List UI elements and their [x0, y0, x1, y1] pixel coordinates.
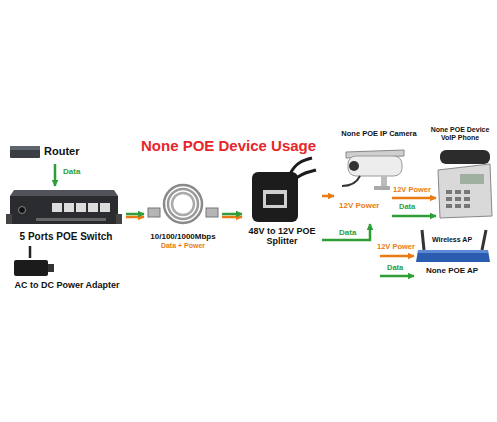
ethernet-cable: 10/100/1000MbpsData + Power: [144, 178, 222, 258]
device-label: 5 Ports POE Switch: [6, 231, 126, 243]
switch-ear: [116, 214, 122, 224]
device-label: None POE IP Camera: [334, 130, 424, 139]
device-label: 48V to 12V POE Splitter: [242, 226, 322, 247]
wireless-ap: Wireless AP None POE AP: [410, 226, 494, 286]
rj45-plug: [206, 208, 218, 217]
router-top: [10, 146, 40, 150]
camera-body: [348, 156, 402, 176]
data-arrow: [392, 215, 436, 218]
phone-icon: [438, 150, 492, 218]
camera-icon: [342, 150, 404, 190]
power-data-arrows: [380, 198, 436, 276]
phone-base: [438, 164, 492, 218]
splitter-icon: [252, 158, 316, 222]
router-icon: [10, 146, 40, 158]
power-arrow: [392, 197, 436, 200]
switch-ear: [6, 214, 12, 224]
ap-top: [418, 250, 488, 253]
connector: [30, 246, 31, 258]
voip-phone: None POE Device VoIP Phone: [426, 124, 494, 222]
device-label: 10/100/1000Mbps: [144, 232, 222, 241]
phone-keypad: [446, 190, 470, 208]
data-line: [126, 213, 144, 216]
lan-port: [88, 203, 98, 212]
led-strip: [36, 218, 106, 221]
lan-port: [64, 203, 74, 212]
connector: [322, 196, 334, 197]
splitter-port-inner: [266, 194, 284, 205]
camera-lens: [349, 161, 359, 171]
cable-icon: [148, 185, 218, 223]
switch-top: [10, 190, 118, 196]
data-line: [222, 213, 242, 216]
power-adapter: AC to DC Power Adapter: [6, 258, 128, 302]
signal-label: Data: [386, 264, 404, 273]
cable-coil: [168, 189, 198, 219]
connector-line: [54, 164, 57, 186]
signal-label: Data: [398, 203, 416, 212]
connector-line: [322, 224, 370, 240]
connector: [126, 214, 144, 217]
camera-bracket: [381, 176, 387, 186]
device-label: AC to DC Power Adapter: [6, 280, 128, 290]
adapter-icon: [14, 260, 54, 276]
connector-label: 12V Power: [338, 201, 380, 210]
cable-coil: [164, 185, 202, 223]
lan-port: [76, 203, 86, 212]
connector: [322, 224, 370, 240]
connector: [55, 164, 56, 186]
power-arrow: [380, 255, 414, 258]
device-label: None POE Device VoIP Phone: [426, 126, 494, 142]
device-label: Router: [44, 145, 98, 158]
antenna: [422, 230, 424, 250]
splitter-body: [252, 172, 298, 222]
phone-screen: [460, 174, 484, 184]
connector-line: [29, 246, 32, 258]
power-line: [222, 216, 242, 219]
data-arrow: [380, 275, 414, 278]
connector-line: [322, 195, 334, 198]
device-label: None POE AP: [410, 266, 494, 275]
power-jack: [19, 207, 26, 214]
lan-port: [100, 203, 110, 212]
power-line: [126, 216, 144, 219]
device-label: Data + Power: [144, 242, 222, 250]
router-body: [10, 146, 40, 158]
ap-body: [416, 250, 490, 262]
access-point-icon: [416, 230, 490, 262]
antenna: [482, 230, 486, 250]
camera-cord: [342, 176, 360, 186]
signal-label: 12V Power: [376, 243, 416, 252]
rj45-plug: [148, 208, 160, 217]
splitter-port: [263, 190, 287, 208]
camera-base: [374, 186, 390, 190]
switch-icon: [6, 190, 122, 224]
signal-label: 12V Power: [392, 186, 432, 195]
adapter-body: [14, 260, 48, 276]
cable-coil: [172, 193, 194, 215]
lan-port: [52, 203, 62, 212]
phone-handset: [440, 150, 490, 164]
connector-label: Data: [62, 167, 81, 176]
diagram-title: None POE Device Usage: [140, 137, 317, 154]
router: Router: [8, 140, 98, 164]
connector: [222, 214, 242, 217]
switch-front: [10, 196, 118, 224]
poe-splitter: 48V to 12V POE Splitter: [242, 160, 322, 256]
adapter-plug: [48, 264, 54, 272]
device-label: Wireless AP: [410, 236, 494, 244]
connector-label: Data: [338, 228, 357, 237]
poe-switch: 5 Ports POE Switch: [6, 186, 126, 246]
